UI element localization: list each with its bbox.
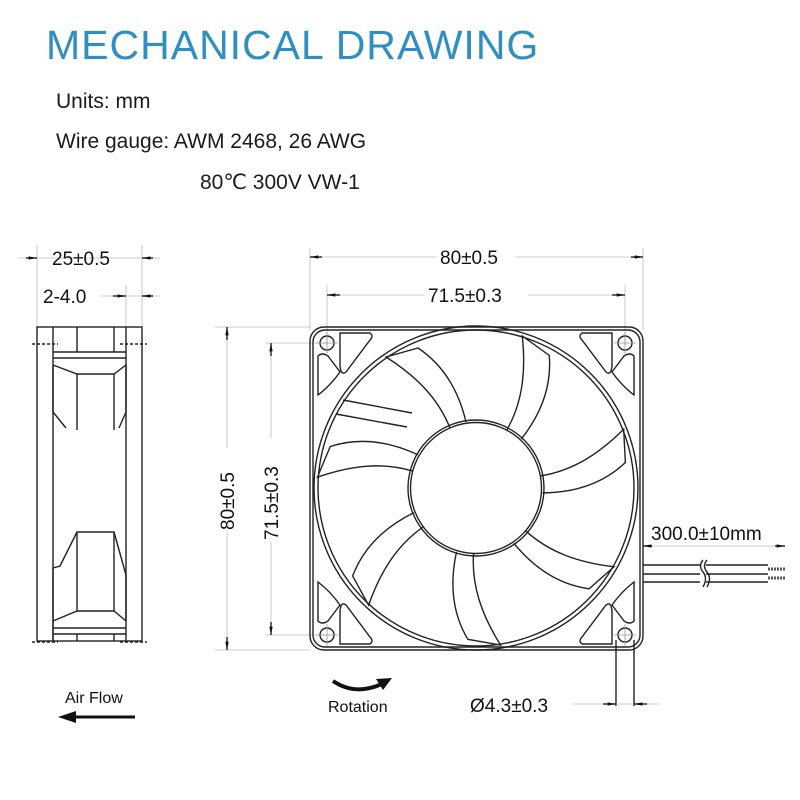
rotation-label: Rotation: [328, 699, 388, 716]
side-view: 25±0.5 2-4.0 Air Flo: [18, 245, 160, 723]
page-title: MECHANICAL DRAWING: [46, 22, 540, 68]
hole-spacing-v-dim: 71.5±0.3: [262, 466, 283, 540]
wire-rating-spec: 80℃ 300V VW-1: [200, 171, 360, 194]
fan-blades: [309, 329, 634, 654]
width-dim: 80±0.5: [440, 248, 498, 269]
thickness-dim: 25±0.5: [52, 249, 110, 270]
units-spec: Units: mm: [56, 90, 151, 113]
cable: [643, 559, 785, 588]
front-view: 80±0.5 71.5±0.3 80±0.5 71.5±0.3: [214, 244, 785, 717]
hole-diameter-dim: Ø4.3±0.3: [470, 696, 548, 717]
mounting-holes: [316, 332, 636, 646]
mounting-hole-icon: [614, 332, 636, 354]
clockwise-arrow-icon: [331, 678, 392, 692]
frame-corners: [317, 332, 635, 645]
mounting-hole-icon: [316, 332, 338, 354]
hole-spacing-h-dim: 71.5±0.3: [428, 286, 502, 307]
mounting-hole-icon: [614, 624, 636, 646]
wire-gauge-spec: Wire gauge: AWM 2468, 26 AWG: [56, 130, 367, 153]
flange-dim: 2-4.0: [43, 287, 86, 308]
cable-length-dim: 300.0±10mm: [651, 524, 762, 545]
arrow-left-icon: [58, 711, 135, 723]
height-dim: 80±0.5: [218, 472, 239, 530]
mounting-hole-icon: [316, 624, 338, 646]
airflow-label: Air Flow: [65, 690, 123, 707]
